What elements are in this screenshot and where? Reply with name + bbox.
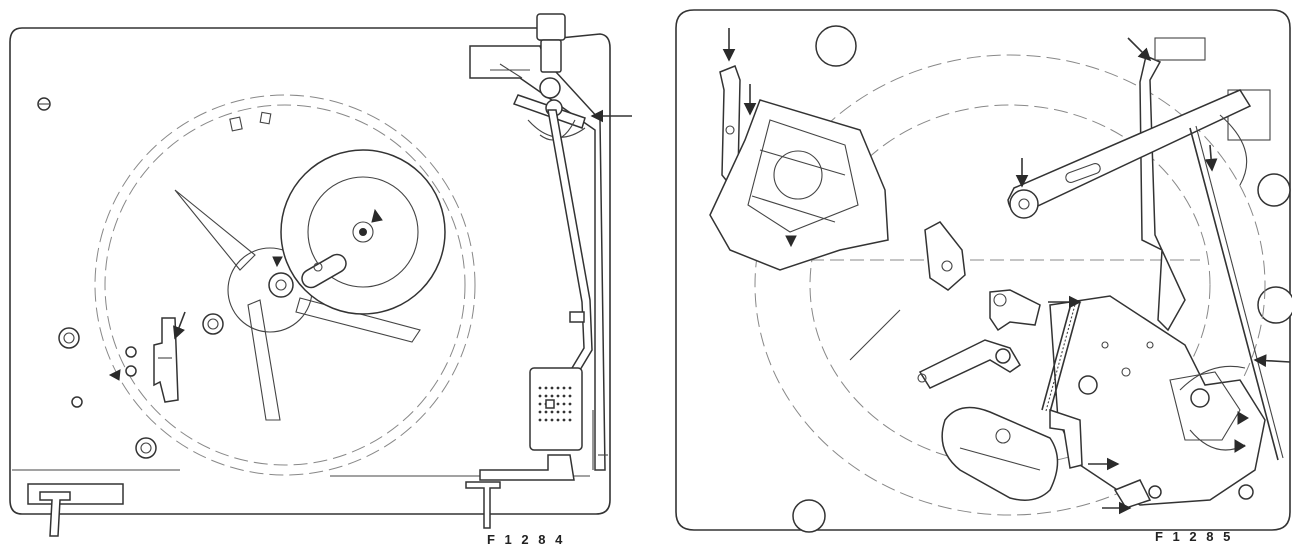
oblong-part [941,406,1059,501]
left-plinth-outline [9,27,611,515]
right-plinth-outline [675,9,1291,531]
left-arrow-lever [173,311,186,340]
tonearm-tube [547,109,593,371]
right-arrow-5 [1204,144,1218,172]
figure-label-left: F 1 2 8 4 [487,532,566,547]
headshell [529,367,583,451]
right-figure [675,9,1292,533]
mechanism-plate [1049,295,1266,506]
figure-label-right: F 1 2 8 5 [1155,529,1234,544]
right-arrow-3 [1127,37,1152,62]
left-figure [9,13,632,537]
motor-block [709,99,889,271]
right-arrow-7 [1253,354,1291,368]
platter-rim [94,94,476,476]
